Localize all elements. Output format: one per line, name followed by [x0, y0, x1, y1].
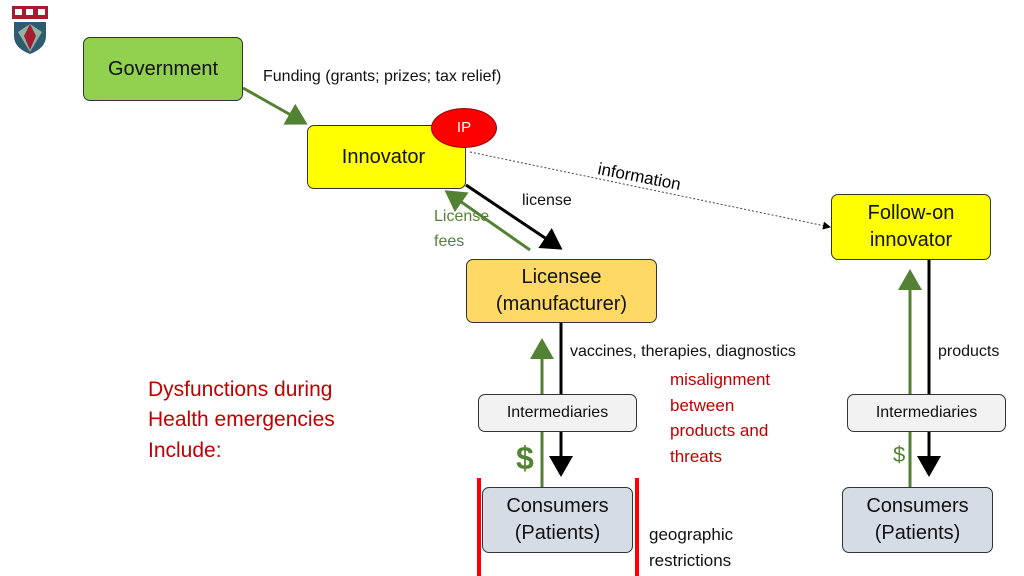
- dysfunctions-heading: Dysfunctions during Health emergencies I…: [148, 375, 335, 466]
- dollar-left-label: $: [516, 440, 534, 476]
- information-arrow: [469, 151, 831, 230]
- license-fees-label: License fees: [434, 205, 489, 255]
- consumers-right-node: Consumers (Patients): [842, 487, 993, 553]
- intermediaries-right-label: Intermediaries: [875, 404, 978, 422]
- geographic-note: geographic restrictions: [649, 522, 733, 573]
- licensee-node: Licensee (manufacturer): [466, 259, 657, 323]
- consumers-left-label-line2: (Patients): [514, 522, 601, 544]
- follow-on-innovator-node: Follow-on innovator: [831, 194, 991, 260]
- intermediaries-left-node: Intermediaries: [478, 394, 637, 432]
- intermediaries-right-node: Intermediaries: [847, 394, 1006, 432]
- license-fees-arrow: [444, 190, 531, 252]
- ip-badge: IP: [431, 108, 497, 148]
- intermediaries-left-label: Intermediaries: [506, 404, 609, 422]
- funding-arrow: [242, 86, 308, 125]
- misalignment-line1: misalignment: [670, 370, 771, 389]
- dysfunctions-line2: Health emergencies: [148, 408, 335, 432]
- licensee-label-line1: Licensee: [521, 266, 602, 288]
- funding-label: Funding (grants; prizes; tax relief): [263, 68, 502, 85]
- misalignment-line2: between: [670, 395, 735, 415]
- consumers-left-label-line1: Consumers: [506, 495, 609, 517]
- follow-on-label-line1: Follow-on: [867, 202, 955, 224]
- consumers-left-node: Consumers (Patients): [482, 487, 633, 553]
- license-arrow: [465, 183, 563, 250]
- follow-on-label-line2: innovator: [869, 229, 953, 251]
- government-label: Government: [107, 57, 219, 80]
- dysfunctions-line3: Include:: [148, 438, 222, 462]
- misalignment-note: misalignment between products and threat…: [670, 367, 770, 469]
- licensee-label-line2: (manufacturer): [495, 293, 628, 315]
- products-label: products: [938, 343, 1000, 360]
- geographic-line1: geographic: [649, 525, 734, 544]
- information-label: information: [596, 159, 682, 194]
- dollar-right-label: $: [893, 442, 906, 467]
- misalignment-line3: products and: [670, 421, 769, 440]
- shield-crest-icon: [12, 6, 48, 54]
- ip-label: IP: [456, 118, 472, 136]
- license-label: license: [522, 192, 572, 209]
- consumers-right-label-line1: Consumers: [866, 495, 969, 517]
- consumers-right-label-line2: (Patients): [874, 522, 961, 544]
- license-fees-line2: fees: [434, 232, 465, 250]
- vaccines-label: vaccines, therapies, diagnostics: [570, 343, 796, 360]
- government-node: Government: [83, 37, 243, 101]
- innovator-label: Innovator: [341, 145, 426, 168]
- misalignment-line4: threats: [670, 446, 722, 466]
- dysfunctions-line1: Dysfunctions during: [148, 378, 333, 401]
- geographic-line2: restrictions: [649, 550, 732, 570]
- license-fees-line1: License: [434, 208, 490, 225]
